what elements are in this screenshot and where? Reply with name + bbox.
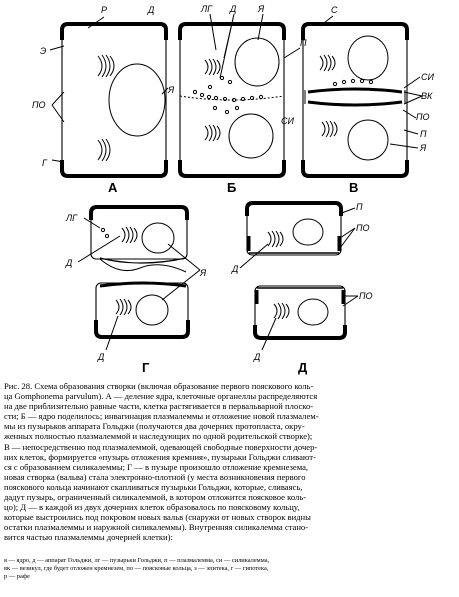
legend-line: я — ядро, д — аппарат Гольджи, лг — пузы… (4, 557, 270, 564)
panel-v-golgi-upper-icon (319, 54, 336, 72)
caption-line: новая створка (вальва) стала электронно-… (4, 471, 306, 482)
label-d-g-lower: Д (97, 352, 105, 362)
label-lg-b: ЛГ (200, 4, 213, 14)
panel-letter-v: В (349, 180, 358, 195)
panel-b-golgi-lower-icon (204, 124, 221, 142)
panel-d-lower-golgi-icon (273, 302, 290, 320)
caption-line: дадут пузырь, ограниченный силикалеммой,… (4, 492, 307, 503)
caption-line: В — непосредственно под плазмалеммой, од… (4, 441, 318, 452)
panel-letter-d: Д (298, 360, 308, 375)
label-vk-v: ВК (421, 91, 433, 101)
label-ya-v: Я (419, 143, 427, 153)
panel-v-cell (301, 22, 409, 178)
label-po-d-lower: ПО (359, 291, 373, 301)
label-p-v: П (420, 129, 427, 139)
panel-g-lower-golgi-icon (115, 298, 132, 316)
panel-letter-g: Г (142, 360, 150, 375)
caption-line: цо); Д — в каждой из двух дочерних клето… (4, 502, 300, 513)
label-po-v: ПО (416, 112, 430, 122)
figure-legend: я — ядро, д — аппарат Гольджи, лг — пузы… (4, 557, 455, 581)
caption-line: женных полностью плазмалеммой и наследую… (4, 431, 313, 442)
label-d-d: Д (231, 264, 239, 274)
label-po-a: ПО (32, 100, 46, 110)
caption-line: пояскового кольца начинают скапливаться … (4, 481, 303, 492)
panel-d-lower-cell (253, 285, 347, 340)
legend-line: р — рафе (4, 573, 30, 580)
panel-v-nucleus-upper (347, 35, 389, 81)
panel-v-nucleus-lower (347, 119, 389, 161)
panel-b-nucleus-upper (234, 37, 280, 87)
label-d-b: Д (229, 4, 237, 14)
label-ya-b: Я (257, 4, 265, 14)
panel-a-golgi-lower-icon (97, 138, 111, 162)
panel-b-nucleus-lower (228, 113, 274, 159)
caption-line: сти; Б — ядро поделилось; инвагинация пл… (4, 411, 319, 422)
figure-caption: Рис. 28. Схема образования створки (вклю… (4, 381, 455, 543)
panel-d-upper-nucleus (292, 218, 324, 246)
caption-line: которые выстроились под покровом новых в… (4, 512, 311, 523)
label-po-d: ПО (356, 223, 370, 233)
panel-g-upper-golgi-icon (121, 226, 138, 244)
legend-line: вк — везикул, где будет отложен кремнезе… (4, 565, 269, 572)
label-g-a: Г (42, 158, 48, 168)
caption-line: на две приблизительно равные части, клет… (4, 401, 314, 412)
label-e-a: Э (40, 46, 46, 56)
label-d-d-lower: Д (253, 352, 261, 362)
label-d-a: Д (147, 5, 155, 15)
panel-b-vesicles (192, 75, 264, 115)
panel-letter-b: Б (227, 180, 236, 195)
caption-line: остатки плазмалеммы и наружной силикалем… (4, 522, 309, 533)
panel-letter-a: А (108, 180, 118, 195)
panel-v-golgi-lower-icon (321, 120, 338, 138)
panel-g-upper-cell (89, 205, 189, 264)
label-ya-g: Я (199, 268, 207, 278)
panel-a-nucleus (108, 63, 166, 137)
caption-line: вится частью плазмалеммы дочерней клетки… (4, 532, 173, 543)
panel-a-golgi-icon (97, 54, 115, 78)
label-r-a: Р (101, 5, 107, 15)
caption-line: них клеток, формируется «пузырь отложени… (4, 451, 316, 462)
panel-d-lower-nucleus (297, 298, 329, 326)
panel-g-lower-cell (94, 281, 190, 339)
caption-line: ца Gomphonema parvulum). А — деление ядр… (4, 391, 318, 402)
label-si-b: СИ (281, 116, 294, 126)
caption-line: ся с образованием силикалеммы; Г — в пуз… (4, 461, 309, 472)
diagram-figure: Р Д Э ПО Г Я А ЛГ Д Я П Б С СИ ВК ПО СИ … (32, 4, 434, 375)
panel-a-cell (60, 22, 168, 178)
label-lg-g: ЛГ (65, 213, 78, 223)
caption-line: мы из пузырьков аппарата Гольджи (получа… (4, 421, 305, 432)
label-p-d: П (356, 202, 363, 212)
panel-b-golgi-upper-icon (204, 58, 221, 76)
label-si-v: СИ (421, 72, 434, 82)
label-ya-a: Я (167, 85, 175, 95)
label-d-g: Д (65, 258, 73, 268)
panel-d-upper-golgi-icon (267, 230, 284, 248)
panel-g-upper-nucleus (141, 222, 175, 254)
label-p-b: П (300, 38, 307, 48)
panel-g-lower-nucleus (135, 294, 169, 326)
panel-d-upper-cell (245, 201, 343, 256)
caption-line: Рис. 28. Схема образования створки (вклю… (4, 381, 314, 391)
label-s-v: С (331, 5, 338, 15)
panel-v-vesicles (332, 78, 374, 87)
panel-b-cell (178, 22, 286, 178)
